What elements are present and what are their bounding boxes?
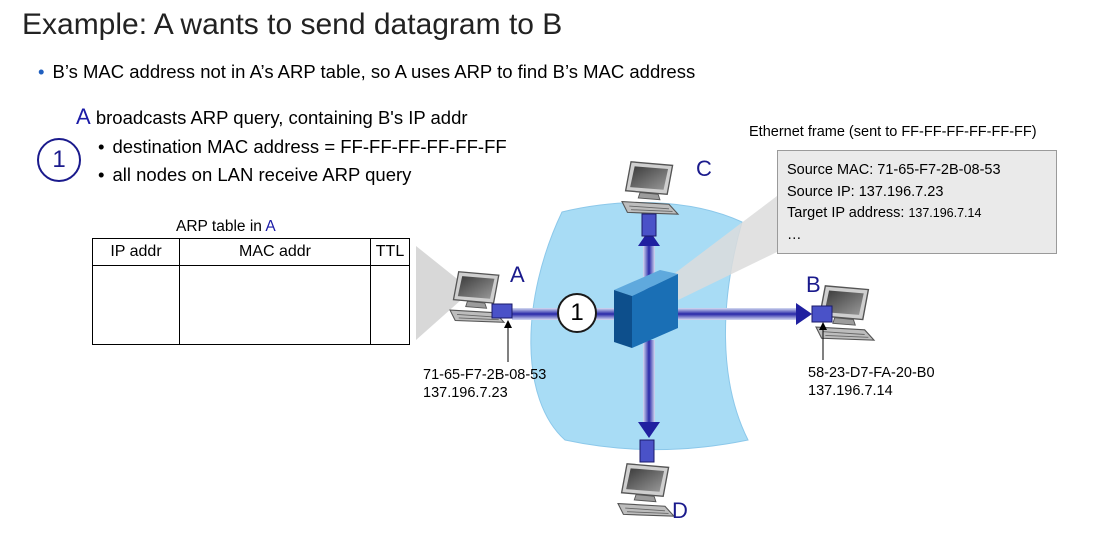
sub-bullet-text: destination MAC address = FF-FF-FF-FF-FF…	[112, 136, 507, 157]
frame-source-mac: Source MAC: 71-65-F7-2B-08-53	[787, 162, 1001, 178]
table-cell	[370, 265, 410, 345]
computer-icon-C	[621, 161, 679, 215]
node-label-D: D	[672, 498, 688, 523]
node-label-C: C	[696, 156, 712, 181]
node-B-mac: 58-23-D7-FA-20-B0	[808, 365, 935, 381]
intro-bullet-text: B’s MAC address not in A’s ARP table, so…	[52, 61, 696, 82]
sub-bullet: • all nodes on LAN receive ARP query	[98, 164, 411, 186]
intro-bullet: • B’s MAC address not in A’s ARP table, s…	[38, 61, 695, 83]
bullet-dot: •	[38, 61, 45, 82]
page-title: Example: A wants to send datagram to B	[22, 8, 563, 41]
bullet-dot: •	[98, 136, 105, 157]
node-A-address: 71-65-F7-2B-08-53 137.196.7.23	[423, 366, 546, 402]
step-number-circle: 1	[37, 138, 81, 182]
switch-icon	[614, 270, 678, 296]
node-label-A: A	[510, 262, 525, 287]
column-header-ip: IP addr	[92, 238, 180, 266]
column-header-mac: MAC addr	[179, 238, 371, 266]
sub-bullet-text: all nodes on LAN receive ARP query	[112, 164, 412, 185]
frame-target-ip-value: 137.196.7.14	[908, 206, 982, 220]
step-heading-text: broadcasts ARP query, containing B's IP …	[90, 107, 468, 128]
arp-table-caption-node: A	[265, 218, 276, 235]
sub-bullet: • destination MAC address = FF-FF-FF-FF-F…	[98, 136, 507, 158]
frame-target-ip: Target IP address: 137.196.7.14	[787, 203, 1056, 225]
step-node-letter: A	[76, 104, 91, 129]
bullet-dot: •	[98, 164, 105, 185]
node-A-ip: 137.196.7.23	[423, 385, 508, 401]
frame-ellipsis: …	[787, 226, 802, 243]
arp-table: IP addr MAC addr TTL	[92, 238, 410, 345]
node-label-B: B	[806, 272, 821, 297]
ethernet-frame-box: Source MAC: 71-65-F7-2B-08-53 Source IP:…	[777, 150, 1057, 254]
frame-source-ip: Source IP: 137.196.7.23	[787, 183, 944, 200]
table-callout	[416, 246, 461, 340]
link-step-circle	[557, 293, 597, 333]
arp-table-header: IP addr MAC addr TTL	[92, 238, 410, 266]
table-row	[92, 265, 410, 345]
step-heading: A broadcasts ARP query, containing B's I…	[76, 104, 468, 130]
frame-target-ip-label: Target IP address:	[787, 205, 909, 221]
frame-caption: Ethernet frame (sent to FF-FF-FF-FF-FF-F…	[749, 124, 1037, 140]
table-cell	[92, 265, 180, 345]
computer-icon-D	[617, 463, 675, 517]
link-step-number: 1	[570, 299, 584, 326]
node-A-mac: 71-65-F7-2B-08-53	[423, 367, 547, 383]
table-cell	[179, 265, 371, 345]
arp-table-caption-text: ARP table in	[176, 218, 266, 235]
frame-callout	[650, 196, 777, 302]
arp-table-caption: ARP table in A	[176, 218, 276, 236]
column-header-ttl: TTL	[370, 238, 410, 266]
node-B-address: 58-23-D7-FA-20-B0 137.196.7.14	[808, 364, 935, 400]
node-B-ip: 137.196.7.14	[808, 383, 893, 399]
